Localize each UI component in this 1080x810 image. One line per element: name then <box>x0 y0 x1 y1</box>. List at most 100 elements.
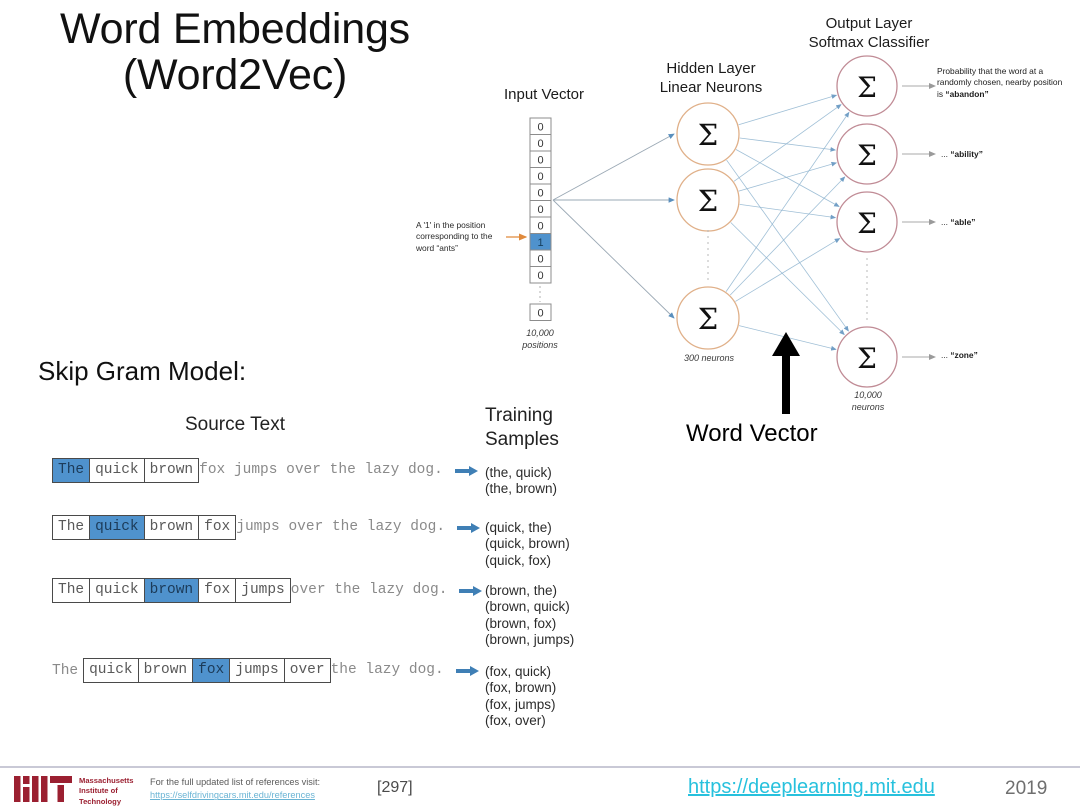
source-row-tail-text: over the lazy dog. <box>290 582 448 598</box>
footer-divider <box>0 766 1080 768</box>
hidden-to-output-edge <box>729 176 846 296</box>
deeplearning-site-link[interactable]: https://deeplearning.mit.edu <box>688 776 935 798</box>
source-word-box-highlighted: brown <box>144 579 200 602</box>
mit-wordmark-line-1: Massachusetts <box>79 776 134 785</box>
input-vector-label: Input Vector <box>503 86 585 103</box>
training-sample-pair: (quick, fox) <box>485 552 552 568</box>
source-word-box: jumps <box>241 582 285 598</box>
sigma-glyph-icon: Σ <box>698 118 719 152</box>
training-samples-heading: Training Samples <box>485 404 595 452</box>
input-cell-value: 0 <box>537 187 543 199</box>
output-label-word: “zone” <box>950 350 978 360</box>
year-label: 2019 <box>1005 778 1048 799</box>
reference-note-text: For the full updated list of references … <box>150 777 321 787</box>
input-cell-value: 1 <box>537 237 543 249</box>
input-cell <box>529 167 552 185</box>
output-neurons-caption: 10,000 neurons <box>838 390 898 413</box>
mit-logo: Massachusetts Institute of Technology <box>14 776 133 807</box>
source-word-box: The <box>53 579 91 602</box>
input-cell-value: 0 <box>537 253 543 265</box>
output-neurons-word: neurons <box>851 401 885 412</box>
input-cell-value: 0 <box>537 121 543 133</box>
hidden-to-output-edge <box>730 222 845 336</box>
word-vector-label: Word Vector <box>686 420 818 447</box>
reference-url-link[interactable]: https://selfdrivingcars.mit.edu/referenc… <box>150 790 315 801</box>
hidden-to-output-edge <box>738 161 838 192</box>
training-heading-line-1: Training <box>485 405 553 426</box>
output-label-able: ... “able” <box>941 217 1051 228</box>
training-sample-group: (fox, quick)(fox, brown)(fox, jumps)(fox… <box>485 664 556 730</box>
output-label-prefix: ... <box>941 217 951 227</box>
output-result-arrows <box>902 83 936 360</box>
source-word-box: quick <box>90 579 145 602</box>
training-sample-group: (quick, the)(quick, brown)(quick, fox) <box>485 520 570 569</box>
mit-wordmark-line-2: Institute of <box>79 786 118 796</box>
training-sample-pair: (brown, fox) <box>485 615 557 631</box>
source-row-arrow <box>455 665 480 677</box>
title-line-2: (Word2Vec) <box>122 51 348 100</box>
source-word-box: The <box>53 516 91 539</box>
source-row-tail-text: jumps over the lazy dog. <box>236 519 446 535</box>
source-row-tail-text: fox jumps over the lazy dog. <box>199 462 443 478</box>
input-cell-tail <box>529 303 552 321</box>
output-neuron <box>836 123 898 185</box>
page-title: Word Embeddings (Word2Vec) <box>0 6 470 99</box>
source-word-box: quick <box>90 459 145 482</box>
source-row-lead-word: The <box>52 662 79 679</box>
source-word-box: fox <box>199 579 237 602</box>
hidden-to-output-edge <box>725 111 850 292</box>
source-word-box-highlighted: The <box>53 459 91 482</box>
source-row-arrow <box>457 522 481 534</box>
mit-wordmark-line-3: Technology <box>79 796 122 806</box>
hidden-to-output-edges <box>725 94 850 351</box>
output-label-zone: ... “zone” <box>941 350 1051 361</box>
input-positions-word: positions <box>522 339 558 350</box>
input-cell-value: 0 <box>537 171 543 183</box>
source-word-box-highlighted: quick <box>90 516 145 539</box>
hidden-to-output-edge <box>739 137 837 152</box>
training-sample-group: (the, quick)(the, brown) <box>485 465 557 498</box>
input-cell <box>529 134 552 152</box>
training-sample-pair: (the, quick) <box>485 465 552 480</box>
input-cell <box>529 150 552 168</box>
output-layer-label-line-1: Output Layer <box>825 15 913 32</box>
training-sample-pair: (the, brown) <box>485 481 558 497</box>
output-label-word: “ability” <box>950 149 983 159</box>
training-sample-group: (brown, the)(brown, quick)(brown, fox)(b… <box>485 583 574 649</box>
input-cell <box>529 216 552 234</box>
input-hot-annotation: A '1' in the position corresponding to t… <box>416 220 493 253</box>
output-neurons-count: 10,000 <box>854 390 882 400</box>
sigma-glyph-icon: Σ <box>857 342 877 375</box>
source-word-box-highlighted: fox <box>193 659 231 682</box>
reference-number: [297] <box>377 779 413 796</box>
training-sample-pair: (quick, the) <box>485 520 552 535</box>
source-word-box: fox <box>204 519 231 535</box>
training-sample-pair: (quick, brown) <box>485 536 570 552</box>
input-positions-count: 10,000 <box>526 328 554 338</box>
source-word-box: brown <box>145 516 200 539</box>
skip-gram-heading: Skip Gram Model: <box>38 356 247 386</box>
hidden-neuron <box>676 102 740 166</box>
sigma-glyph-icon: Σ <box>857 207 877 240</box>
hidden-neurons-caption: 300 neurons <box>683 353 735 363</box>
hidden-to-output-edge <box>738 94 838 126</box>
hidden-layer-label-line-2: Linear Neurons <box>659 79 763 97</box>
title-line-1: Word Embeddings <box>60 5 410 53</box>
mit-logo-bars <box>14 776 72 802</box>
output-neuron <box>836 55 898 117</box>
sigma-glyph-icon: Σ <box>698 184 719 218</box>
training-sample-pair: (brown, the) <box>485 583 558 598</box>
source-word-box: over <box>289 662 325 678</box>
output-label-prefix: ... <box>941 149 951 159</box>
word-vector-arrow <box>772 332 800 414</box>
training-sample-pair: (brown, jumps) <box>485 632 575 648</box>
source-word-box: brown <box>139 659 194 682</box>
hidden-to-output-edge <box>735 238 841 302</box>
input-cell-value: 0 <box>537 154 543 166</box>
